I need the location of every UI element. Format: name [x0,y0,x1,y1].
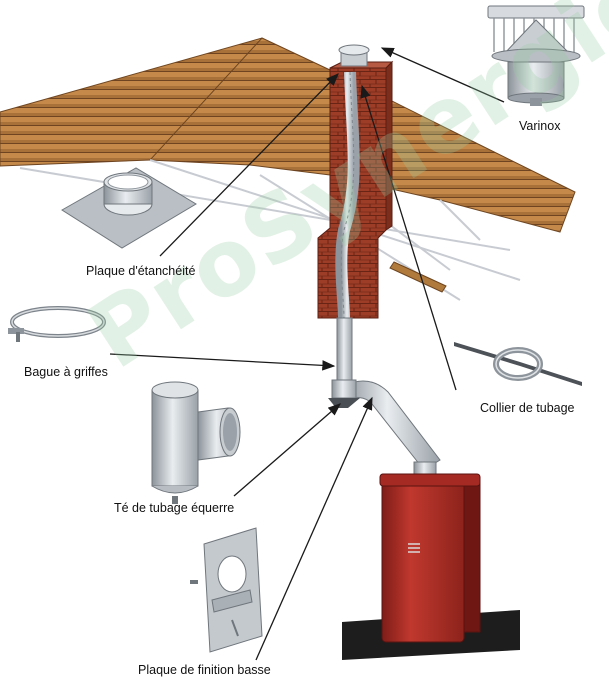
leader-lines [109,47,505,661]
arrow-plaque-etancheite [159,73,339,257]
label-plaque-etancheite: Plaque d'étanchéité [86,264,196,278]
arrow-bague-griffes [109,353,336,371]
label-varinox: Varinox [519,119,561,133]
label-plaque-finition: Plaque de finition basse [138,663,271,677]
flue-pipe [328,317,441,483]
arrow-collier-tubage [360,84,457,391]
varinox-cowl [487,5,585,106]
sealing-plate [61,167,197,249]
label-collier-tubage: Collier de tubage [480,401,575,415]
liner-collar [454,342,582,386]
finishing-plate [190,527,263,653]
loose-batten [389,261,447,293]
clamp-ring [8,306,106,342]
tee-fitting [151,381,241,504]
label-bague-griffes: Bague à griffes [24,365,108,379]
arrow-plaque-finition [255,396,373,661]
arrow-te-tubage [233,403,341,497]
arrow-varinox [380,47,505,103]
stove [342,473,520,660]
stack-cap [338,44,370,67]
label-te-tubage: Té de tubage équerre [114,501,235,515]
